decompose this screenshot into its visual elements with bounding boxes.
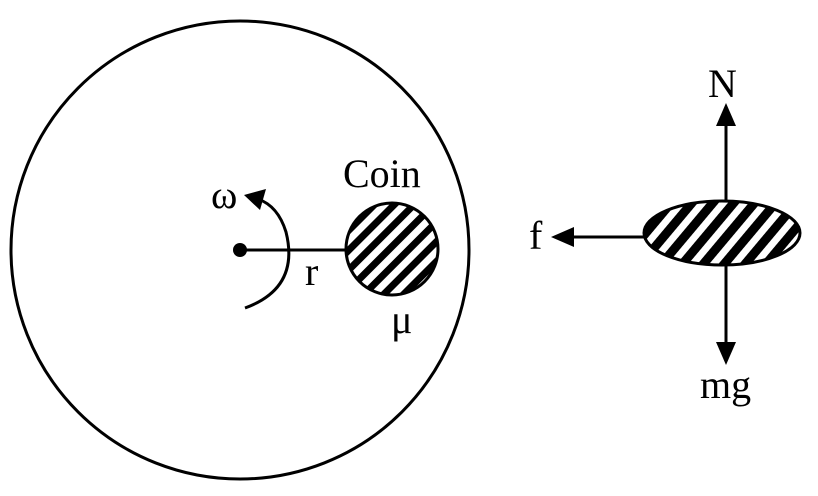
coin xyxy=(344,201,440,297)
normal-force-label: N xyxy=(708,61,737,106)
coin-side-view xyxy=(642,199,802,267)
radius-label: r xyxy=(305,249,318,294)
angular-velocity-label: ω xyxy=(211,172,237,217)
weight-arrowhead-icon xyxy=(716,342,736,365)
weight-label: mg xyxy=(700,362,751,407)
friction-coefficient-label: μ xyxy=(391,297,412,342)
rotation-arrowhead-icon xyxy=(244,189,266,210)
friction-force-arrowhead-icon xyxy=(551,227,574,247)
coin-label: Coin xyxy=(343,151,421,196)
turntable-disk xyxy=(9,19,471,481)
rotation-arrow-icon xyxy=(244,197,291,310)
friction-force-label: f xyxy=(529,213,543,258)
normal-force-arrowhead-icon xyxy=(716,103,736,126)
